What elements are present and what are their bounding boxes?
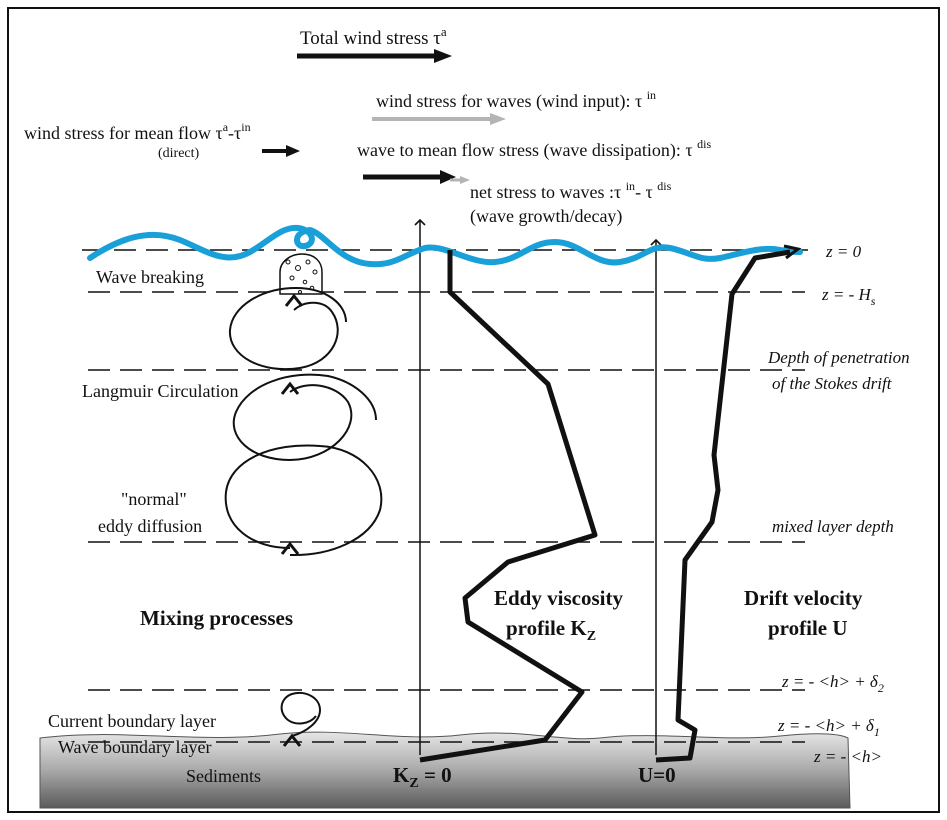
mixed-layer-label: mixed layer depth xyxy=(772,517,894,536)
langmuir-loop-upper xyxy=(230,288,346,369)
boundary-layer-loop xyxy=(282,693,320,736)
stokes-depth-label-2: of the Stokes drift xyxy=(772,374,893,393)
wave-boundary-layer-label: Wave boundary layer xyxy=(58,737,211,757)
wave-stress-label: wind stress for waves (wind input): τ in xyxy=(376,88,656,112)
stress-arrows: Total wind stress τa wind stress for wav… xyxy=(24,24,711,227)
u-profile-title-2: profile U xyxy=(768,616,848,640)
eddy-diffusion-label: eddy diffusion xyxy=(98,516,202,536)
kz-profile-title-2: profile KZ xyxy=(506,616,596,644)
bottom-label: z = - <h> xyxy=(813,747,882,766)
mean-stress-arrow-head xyxy=(286,145,300,157)
mean-flow-stress-label: wind stress for mean flow τa-τin xyxy=(24,120,251,143)
eddy-viscosity-profile xyxy=(420,250,595,760)
net-stress-label: net stress to waves :τ in- τ dis xyxy=(470,179,672,202)
total-stress-arrow-head xyxy=(434,49,452,63)
langmuir-label: Langmuir Circulation xyxy=(82,381,238,401)
current-boundary-layer-label: Current boundary layer xyxy=(48,711,216,731)
normal-diffusion-loop xyxy=(226,445,382,555)
kz-zero-label: KZ = 0 xyxy=(393,763,452,791)
mixing-processes-label: Mixing processes xyxy=(140,606,293,630)
sediments-label: Sediments xyxy=(186,766,261,786)
dissipation-arrow-head xyxy=(440,170,456,184)
langmuir-loop-lower xyxy=(234,375,376,460)
u-zero-label: U=0 xyxy=(638,763,676,787)
stokes-depth-label-1: Depth of penetration xyxy=(767,348,910,367)
net-stress-growth-label: (wave growth/decay) xyxy=(470,206,622,227)
depth-lines xyxy=(82,250,815,742)
langmuir-loop-arrow-icon xyxy=(282,384,298,394)
dissipation-stress-label: wave to mean flow stress (wave dissipati… xyxy=(357,137,711,161)
wave-breaking-label: Wave breaking xyxy=(96,267,204,287)
normal-label: "normal" xyxy=(121,489,187,509)
z0-label: z = 0 xyxy=(825,242,862,261)
net-stress-arrow-head xyxy=(460,176,470,184)
mean-flow-direct-label: (direct) xyxy=(158,146,200,161)
delta2-label: z = - <h> + δ2 xyxy=(781,672,884,695)
sea-surface-wave xyxy=(90,228,800,264)
drift-velocity-profile xyxy=(656,252,790,760)
hs-label: z = - Hs xyxy=(821,285,876,308)
wave-stress-arrow-head xyxy=(490,113,506,125)
process-labels: Wave breaking Langmuir Circulation "norm… xyxy=(48,267,293,757)
u-profile-title-1: Drift velocity xyxy=(744,586,863,610)
total-wind-stress-label: Total wind stress τa xyxy=(300,24,447,49)
kz-profile-title-1: Eddy viscosity xyxy=(494,586,623,610)
langmuir-arrow-icon xyxy=(286,296,302,306)
depth-labels: z = 0 z = - Hs Depth of penetration of t… xyxy=(767,242,910,766)
